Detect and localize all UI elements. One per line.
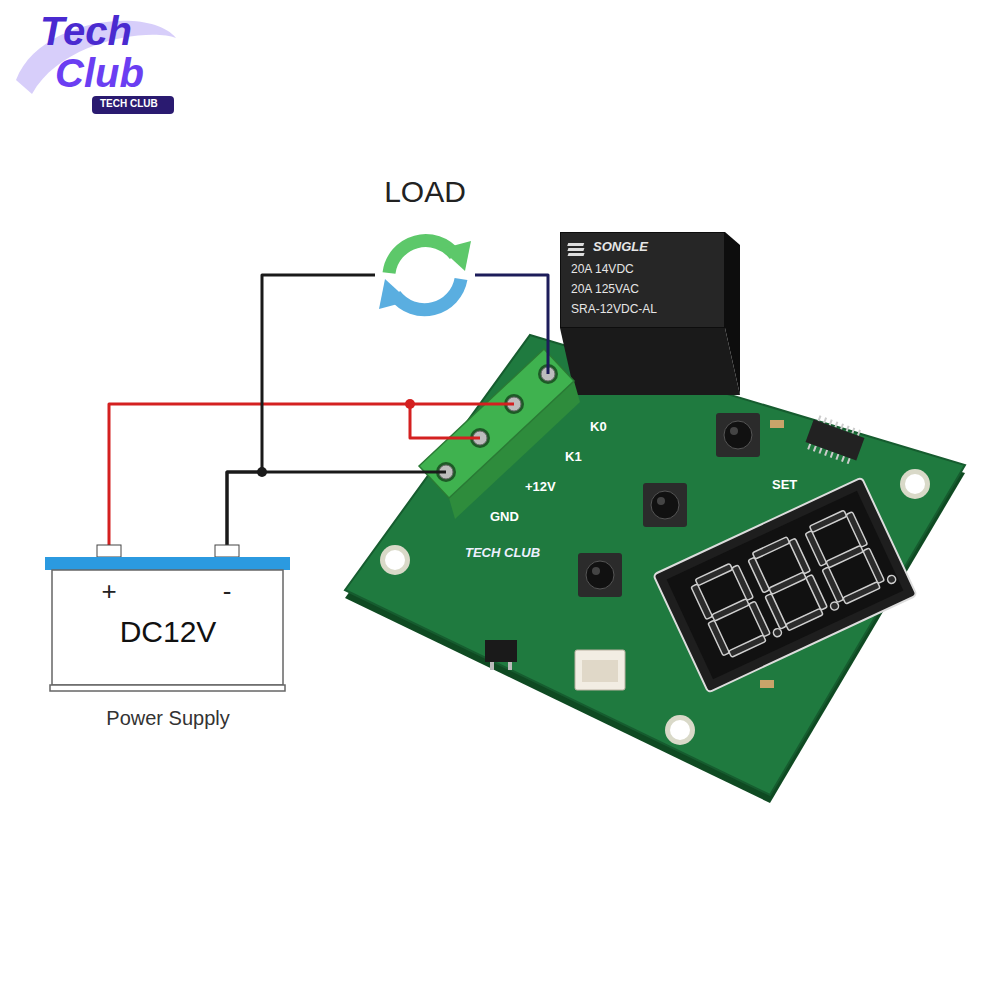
wire-branch <box>257 399 480 477</box>
pcb-board: K0K1 +12V GND SET <box>345 330 965 800</box>
power-supply-shape <box>45 557 290 570</box>
pin-name: GND <box>490 510 519 525</box>
relay-brand: SONGLE <box>593 240 648 255</box>
relay-rating: 20A 14VDC <box>571 263 634 277</box>
mounting-hole <box>385 550 405 570</box>
ground-wire <box>227 472 446 545</box>
led-display <box>746 529 840 634</box>
push-button <box>724 421 752 449</box>
push-button <box>651 491 679 519</box>
smd-parts <box>770 420 784 428</box>
positive-wire <box>109 404 514 545</box>
logo-word: Club <box>55 50 144 96</box>
button-label: SET <box>772 478 797 493</box>
led-display <box>653 477 916 692</box>
load-icon-shape <box>389 241 455 273</box>
smd-parts <box>760 680 774 688</box>
load-icon: LOAD <box>375 175 475 325</box>
ic-chip <box>806 419 865 460</box>
wire-branch <box>257 467 267 477</box>
mounting-hole <box>665 715 695 745</box>
relay-box-shape <box>567 248 584 251</box>
sensor-connector <box>582 660 618 682</box>
power-supply-shape <box>97 545 121 557</box>
relay-body <box>560 232 740 395</box>
load-icon-shape <box>379 279 409 309</box>
caption-label: Power Supply <box>106 707 229 730</box>
terminal-sign: + <box>101 577 116 607</box>
push-button <box>586 561 614 589</box>
sensor-connector <box>575 650 625 690</box>
logo-subtitle: TECH CLUB <box>100 98 158 110</box>
push-button <box>657 497 665 505</box>
push-button <box>578 553 622 597</box>
smd-parts <box>508 662 512 670</box>
mounting-hole <box>900 469 930 499</box>
voltage-label: DC12V <box>120 615 217 650</box>
wire-branch <box>410 404 480 438</box>
relay-wire <box>475 275 548 374</box>
logo-word: Tech <box>40 8 132 54</box>
push-button <box>730 427 738 435</box>
relay-box-shape <box>567 243 584 246</box>
relay-model: SRA-12VDC-AL <box>571 303 657 317</box>
load-label: LOAD <box>384 175 466 210</box>
relay-rating: 20A 125VAC <box>571 283 639 297</box>
mounting-hole <box>380 545 410 575</box>
pin-name: +12V <box>525 480 556 495</box>
led-display <box>653 477 916 692</box>
led-display <box>667 491 904 679</box>
terminal-block <box>419 349 580 519</box>
load-wire <box>227 275 375 545</box>
pin-name: K1 <box>565 450 582 465</box>
power-supply-shape <box>215 545 239 557</box>
smd-parts <box>490 662 494 670</box>
relay-body <box>560 328 740 395</box>
push-button <box>592 567 600 575</box>
mounting-hole <box>670 720 690 740</box>
smd-parts <box>485 640 517 662</box>
load-icon-shape <box>441 241 471 271</box>
power-supply-shape <box>52 570 283 685</box>
relay-box-shape <box>567 243 584 256</box>
mounting-hole <box>905 474 925 494</box>
led-display <box>803 502 897 607</box>
terminal-sign: - <box>223 577 232 607</box>
terminal-block <box>419 349 574 498</box>
push-button <box>643 483 687 527</box>
power-supply-shape <box>50 685 285 691</box>
ic-chip <box>804 417 865 464</box>
push-button <box>716 413 760 457</box>
relay-box-shape <box>568 253 585 256</box>
load-icon-shape <box>395 279 461 310</box>
wire-branch <box>405 399 415 409</box>
led-display <box>689 556 783 661</box>
watermark: TECH CLUB <box>465 546 540 561</box>
relay-box: SONGLE 20A 14VDC 20A 125VAC SRA-12VDC-AL <box>560 232 725 328</box>
sensor-connector <box>575 650 625 690</box>
led-display <box>689 502 897 661</box>
power-supply: + -DC12V Power Supply <box>45 545 295 745</box>
logo-graphic <box>92 96 174 114</box>
pin-name: K0 <box>590 420 607 435</box>
